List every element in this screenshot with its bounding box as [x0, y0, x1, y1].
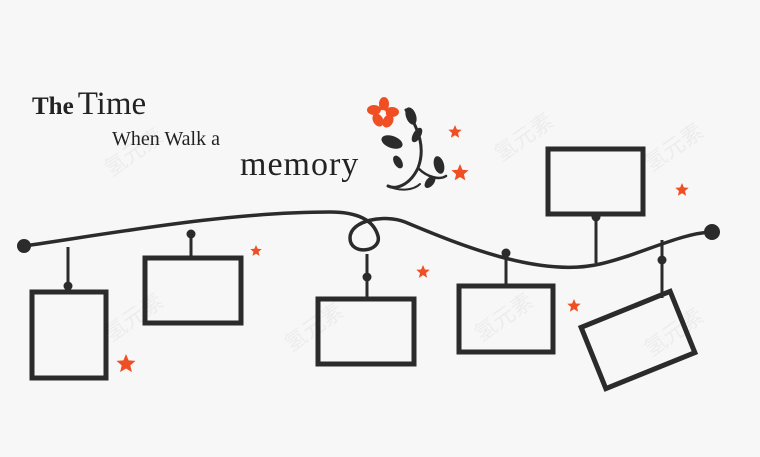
photo-frame-3: [315, 254, 417, 367]
title-line-1: The Time: [32, 86, 146, 123]
photo-frame-2: [142, 229, 244, 326]
photo-frame-1: [29, 247, 109, 381]
string-end-knob-left: [17, 239, 31, 253]
string-end-knob-right: [704, 224, 720, 240]
title-word-time: Time: [77, 86, 147, 122]
title-word-the: The: [32, 93, 74, 120]
star-icon: [451, 164, 469, 181]
star-icon: [416, 265, 430, 278]
photo-frame-4: [456, 248, 556, 355]
star-icon: [448, 125, 462, 138]
star-icon: [675, 183, 689, 196]
photo-frame-5: [545, 146, 646, 263]
flower-icon: [367, 97, 399, 128]
star-icon: [250, 245, 262, 256]
vine-leaves-decoration: [381, 107, 448, 191]
photo-frame-6: [577, 240, 699, 392]
title-line-3: memory: [240, 146, 360, 183]
star-icon: [567, 299, 581, 312]
star-icon: [116, 354, 136, 373]
hanging-string: [22, 210, 714, 269]
title-line-2: When Walk a: [112, 128, 220, 150]
star-decorations: [116, 125, 689, 373]
